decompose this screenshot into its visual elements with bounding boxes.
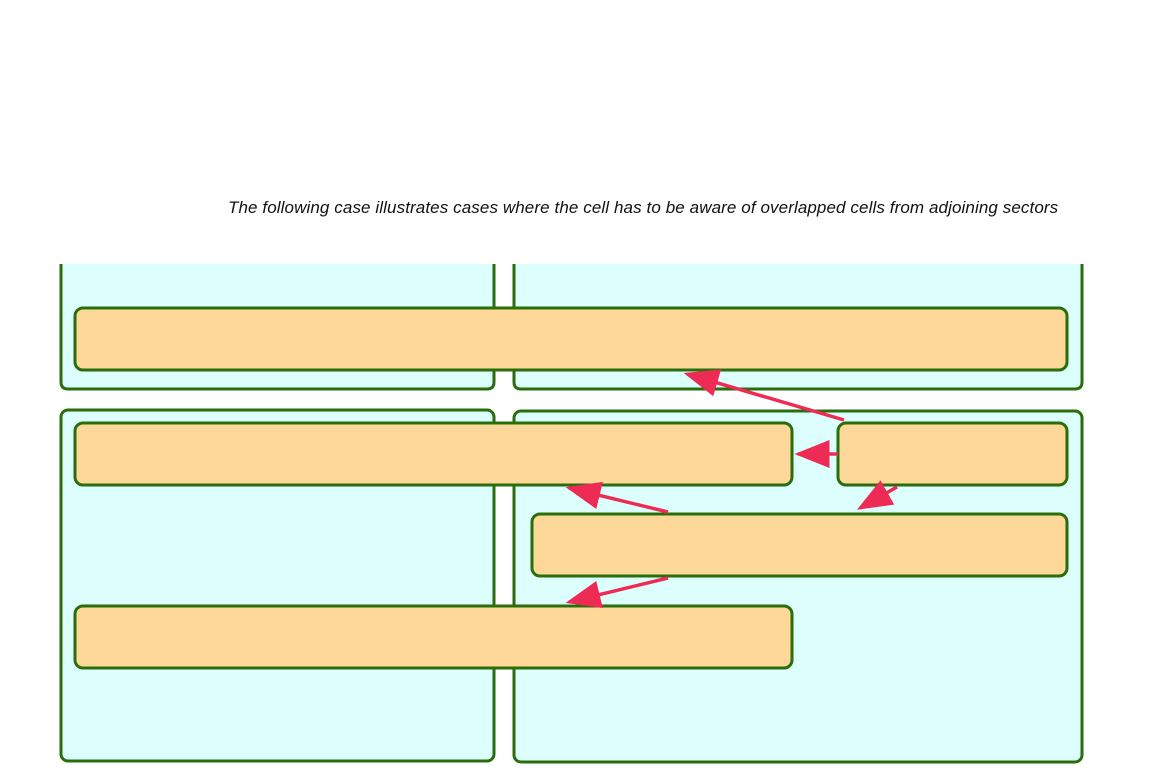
cell-left-lower [73,604,794,670]
cell-right-small [836,421,1069,487]
arrow-from-middle-to-left-upper [565,481,669,514]
cell-left-upper [73,421,794,487]
sector-bottom-right [512,409,1084,764]
cell-top-wide [73,306,1069,372]
arrow-to-right-middle-cell [856,480,898,510]
arrow-to-top-cell [683,369,845,422]
diagram-caption: The following case illustrates cases whe… [228,198,1059,217]
cell-right-middle [530,512,1069,578]
arrow-to-left-lower-cell [565,576,669,609]
sector-bottom-left [59,408,496,763]
